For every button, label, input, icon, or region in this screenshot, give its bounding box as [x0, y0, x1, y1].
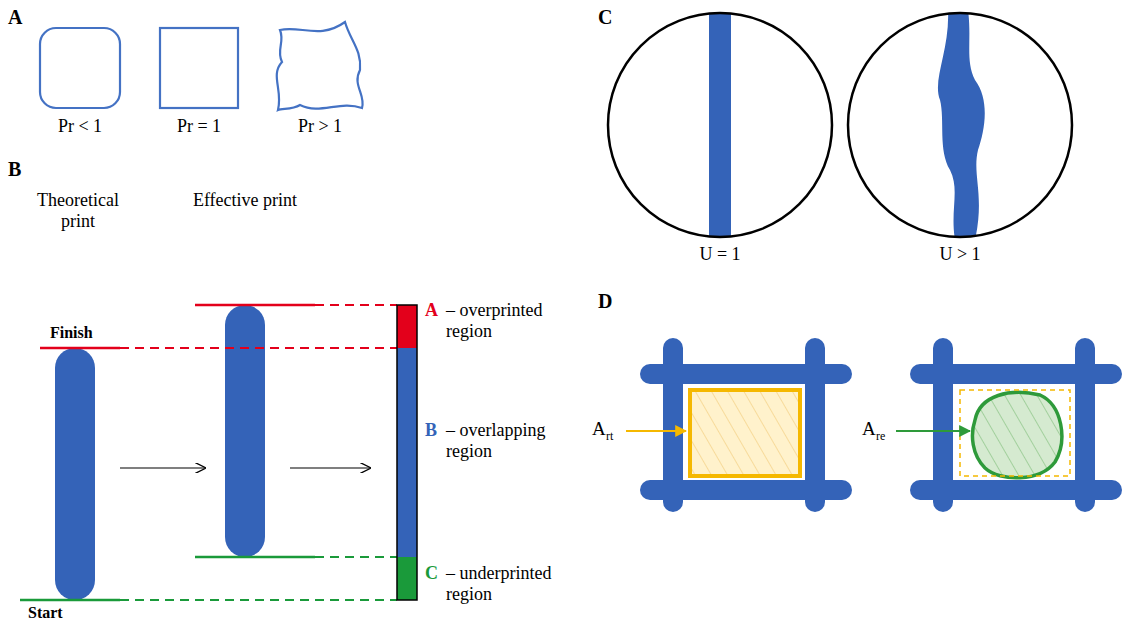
column-heading: Effective print [190, 190, 300, 211]
effective-start-line [195, 556, 315, 559]
rounded-square [40, 28, 120, 108]
uniform-strand [709, 0, 731, 250]
finish-label: Finish [50, 324, 93, 342]
start-line [20, 599, 120, 602]
finish-line [40, 347, 120, 350]
shape-caption: Pr = 1 [177, 116, 221, 137]
overlapping-band [397, 348, 417, 557]
finish-guide [120, 347, 397, 349]
overprinted-band [397, 305, 417, 348]
print-comparison [20, 305, 417, 600]
area-subscript: re [876, 430, 885, 444]
panel-letter: A [8, 6, 22, 29]
pore-grids [640, 338, 1122, 512]
region-letter: B [425, 420, 437, 441]
theoretical-strand [55, 348, 95, 600]
effective-pore-outline [972, 392, 1061, 477]
column-heading: Theoretical print [23, 190, 133, 231]
perimeter-shapes [40, 22, 363, 110]
irregular-strand [938, 10, 985, 240]
view-circle [608, 13, 832, 237]
area-subscript: rt [606, 430, 613, 444]
panel-letter: D [598, 290, 612, 313]
theoretical-pore-outline [690, 390, 800, 476]
theoretical-pore [690, 390, 800, 476]
effective-start-guide [315, 556, 397, 558]
shape-caption: Pr < 1 [58, 116, 102, 137]
shape-caption: U = 1 [699, 244, 740, 265]
view-circle [848, 13, 1072, 237]
underprinted-band [397, 557, 417, 600]
effective-finish-line [195, 304, 315, 307]
uniformity-views [608, 0, 1072, 250]
region-name: – underprinted region [446, 563, 586, 604]
square [160, 28, 238, 108]
region-name: – overlapping region [446, 420, 576, 461]
effective-pore [972, 392, 1061, 477]
irregular-shape [277, 22, 363, 110]
shape-caption: Pr > 1 [298, 116, 342, 137]
effective-strand [225, 305, 265, 557]
reference-square [960, 390, 1070, 476]
start-guide [120, 599, 397, 601]
effective-finish-guide [315, 304, 397, 306]
region-name: – overprinted region [446, 300, 576, 341]
shape-caption: U > 1 [939, 244, 980, 265]
area-symbol: A [862, 418, 876, 440]
region-letter: A [425, 300, 438, 321]
panel-letter: C [598, 6, 612, 29]
transition-arrow [290, 467, 370, 468]
start-label: Start [28, 604, 63, 622]
area-symbol: A [592, 418, 606, 440]
region-letter: C [425, 563, 438, 584]
leader-arrow [626, 430, 686, 432]
panel-letter: B [8, 158, 21, 181]
band-outline [397, 305, 417, 600]
leader-arrow [896, 430, 970, 432]
transition-arrow [120, 467, 205, 468]
